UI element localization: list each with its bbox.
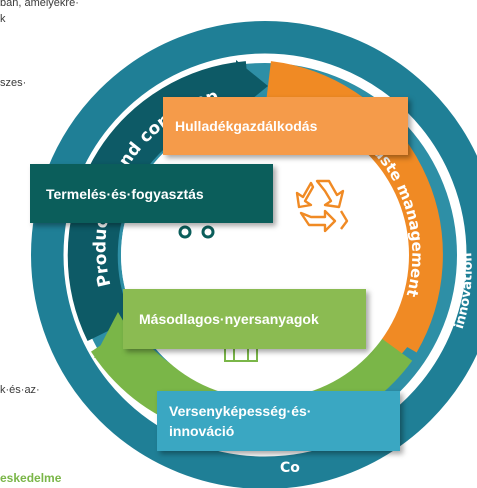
cart-wheels-icon [178,225,215,239]
production-consumption-label: Termelés·és·fogyasztás [46,185,204,202]
text-fragment-left-2: k·és·az· [0,384,40,396]
competitiveness-label-line2: innováció [169,423,235,439]
secondary-raw-materials-label: Másodlagos·nyersanyagok [139,311,319,327]
secondary-raw-materials-box: Másodlagos·nyersanyagok [123,289,366,349]
competitiveness-innovation-box: Versenyképesség·és· innováció [157,391,400,451]
waste-management-box: Hulladékgazdálkodás [163,97,408,155]
text-fragment-left-1: szes· [0,77,27,89]
outer-ring-inner-edge [63,53,467,457]
recycle-icon [295,179,349,233]
outer-ring-edge [29,19,477,488]
text-fragment-top-2: k [0,13,6,25]
production-consumption-box: Termelés·és·fogyasztás [30,164,273,223]
text-fragment-top-1: ban, amelyekre· [0,0,79,9]
outer-ring [30,20,477,488]
competitiveness-label-line1: Versenyképesség·és· [169,403,312,419]
waste-management-label: Hulladékgazdálkodás [175,118,318,134]
bottom-arc-label: Co [280,460,300,476]
text-fragment-bottom: eskedelme [0,471,62,485]
